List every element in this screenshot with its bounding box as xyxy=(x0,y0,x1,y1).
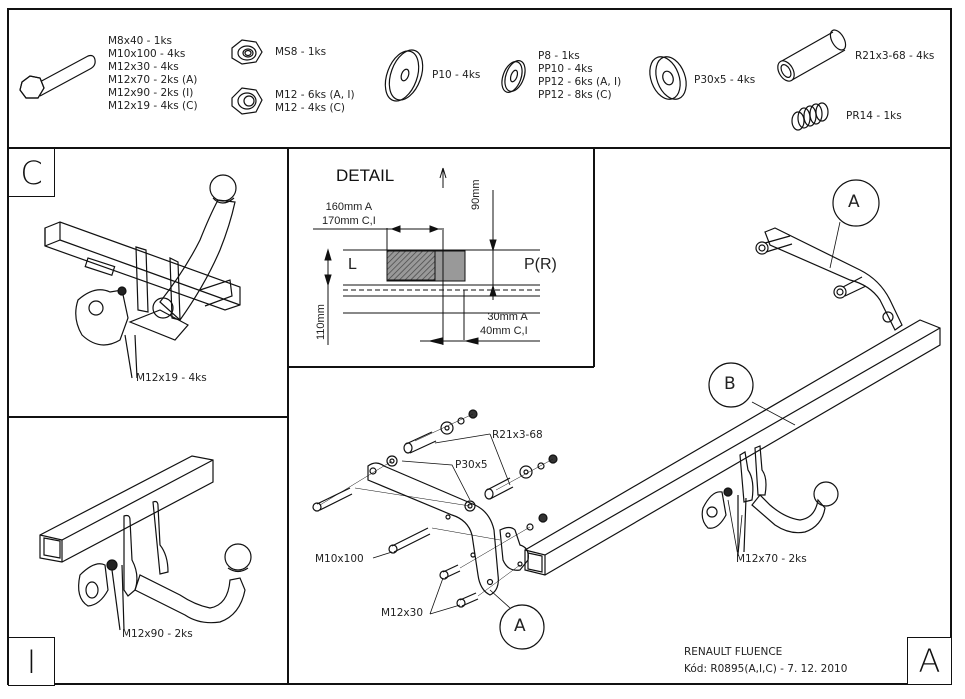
detail-box-right xyxy=(593,148,595,367)
nut-ms8-label: MS8 - 1ks xyxy=(275,46,327,58)
washer-p30-label: P30x5 - 4ks xyxy=(694,74,756,86)
panel-i-callout: M12x90 - 2ks xyxy=(122,628,193,640)
nut-m12-label: M12 - 6ks (A, I) xyxy=(275,89,355,101)
callout-washer: P30x5 xyxy=(455,459,488,471)
nut-m12-labels: M12 - 6ks (A, I) M12 - 4ks (C) xyxy=(275,89,355,115)
washer-p30-icon xyxy=(649,56,687,100)
bubble-b xyxy=(708,362,754,408)
title-code: Kód: R0895(A,I,C) - 7. 12. 2010 xyxy=(684,663,848,675)
washer-p10-icon xyxy=(384,49,424,102)
spring-label: PR14 - 1ks xyxy=(846,110,902,122)
panel-a-letter: A xyxy=(907,637,952,685)
callout-bolt-hitch: M12x70 - 2ks xyxy=(736,553,807,565)
title-model: RENAULT FLUENCE xyxy=(684,646,783,658)
c-i-divider xyxy=(7,416,288,418)
spring-icon xyxy=(791,102,829,131)
bubble-a-bottom xyxy=(499,604,545,650)
detail-drawing xyxy=(313,167,540,345)
bolt-label: M8x40 - 1ks xyxy=(108,35,173,47)
parts-row-divider xyxy=(7,147,952,149)
bubble-a-top-label: A xyxy=(848,192,860,212)
detail-box-bottom xyxy=(288,366,594,368)
bubble-b-label: B xyxy=(724,374,736,394)
detail-dim-90: 90mm xyxy=(470,179,482,210)
panel-a-drawing xyxy=(312,221,941,615)
washer-pp-label: PP10 - 4ks xyxy=(538,63,593,75)
panel-c-callout: M12x19 - 4ks xyxy=(136,372,207,384)
bolt-label: M12x19 - 4ks (C) xyxy=(108,100,198,112)
panel-c-drawing xyxy=(44,174,241,379)
tube-icon xyxy=(777,29,847,82)
detail-dim-110: 110mm xyxy=(315,304,327,340)
bubble-a-top xyxy=(832,179,880,227)
nut-m12-icon xyxy=(231,87,263,115)
panel-c-letter: C xyxy=(8,148,55,197)
dim-bottom-ci: 40mm C,I xyxy=(480,325,528,337)
bolt-label: M10x100 - 4ks xyxy=(108,48,186,60)
callout-tube: R21x3-68 xyxy=(492,429,543,441)
panel-i-drawing xyxy=(39,455,252,631)
dim-bottom-a: 30mm A xyxy=(487,311,528,323)
dim-top-ci: 170mm C,I xyxy=(322,215,376,227)
callout-bolt-short: M12x30 xyxy=(381,607,423,619)
washer-pp-label: P8 - 1ks xyxy=(538,50,580,62)
washer-p10-label: P10 - 4ks xyxy=(432,69,481,81)
left-column-divider xyxy=(287,148,289,685)
panel-i-letter: I xyxy=(8,637,55,686)
washer-pp-icon xyxy=(501,60,526,93)
washer-pp-labels: P8 - 1ks PP10 - 4ks PP12 - 6ks (A, I) PP… xyxy=(538,50,621,102)
washer-pp-label: PP12 - 8ks (C) xyxy=(538,89,612,101)
detail-dim-top: 160mm A 170mm C,I xyxy=(322,200,376,228)
dim-top-a: 160mm A xyxy=(325,201,373,213)
nut-ms8-icon xyxy=(231,39,263,65)
bolt-icon xyxy=(19,54,96,99)
bolt-label: M12x70 - 2ks (A) xyxy=(108,74,198,86)
detail-title: DETAIL xyxy=(336,166,395,185)
bolt-labels: M8x40 - 1ks M10x100 - 4ks M12x30 - 4ks M… xyxy=(108,35,198,113)
nut-m12-label: M12 - 4ks (C) xyxy=(275,102,345,114)
bolt-label: M12x90 - 2ks (I) xyxy=(108,87,194,99)
detail-right-label: P(R) xyxy=(524,256,557,273)
drawing-frame xyxy=(7,8,952,685)
detail-left-label: L xyxy=(348,256,357,273)
tube-label: R21x3-68 - 4ks xyxy=(855,50,935,62)
bolt-label: M12x30 - 4ks xyxy=(108,61,179,73)
washer-pp-label: PP12 - 6ks (A, I) xyxy=(538,76,622,88)
callout-bolt-long: M10x100 xyxy=(315,553,364,565)
bubble-a-bottom-label: A xyxy=(514,616,526,636)
detail-dim-bottom: 30mm A 40mm C,I xyxy=(480,310,528,338)
